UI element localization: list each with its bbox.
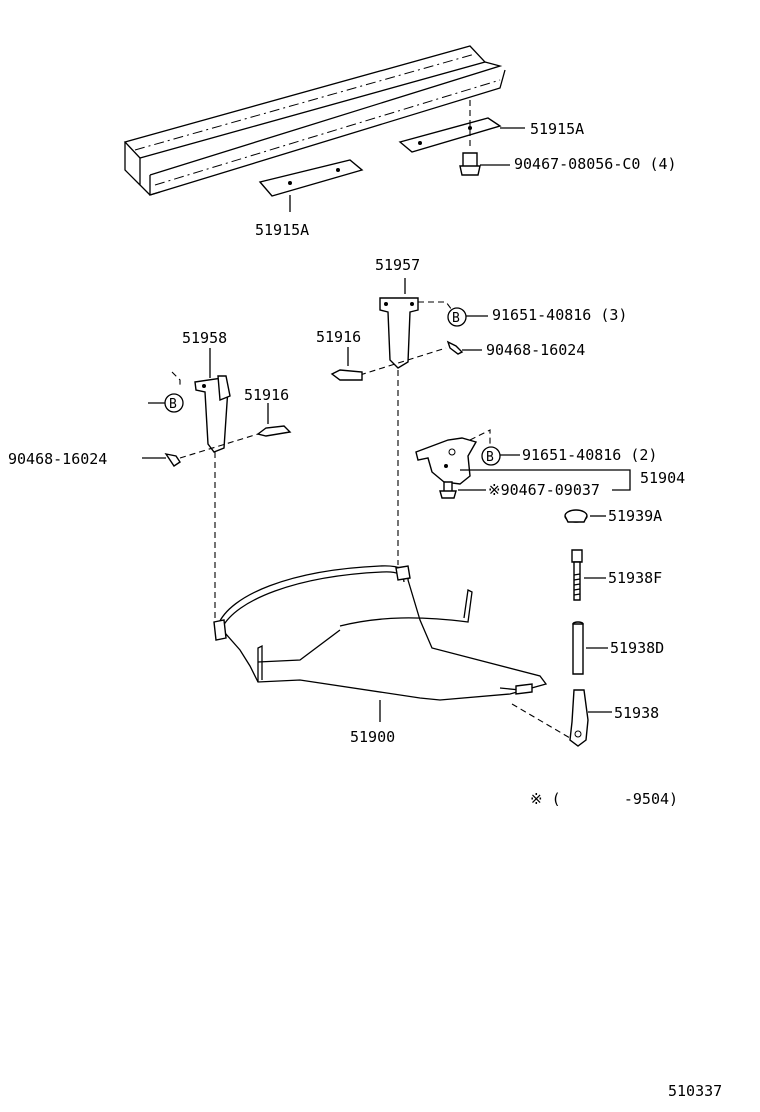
clamp-b-left: B [148,393,184,413]
label-bolt-left: 51916 [244,386,289,404]
label-assembly: 51904 [640,469,685,487]
label-pin-upper: 90468-16024 [486,341,585,359]
frame-bracket-right [398,100,525,153]
pin-upper [359,340,482,376]
bolt-upper [330,347,363,381]
clamp-b-right: B [481,446,520,466]
label-hook: 51938 [614,704,659,722]
label-bracket-left: 51958 [182,329,227,347]
bracket-left [171,348,231,620]
pin-left [142,433,259,467]
label-pin-left: 90468-16024 [8,450,107,468]
label-plug: 51939A [608,507,662,525]
label-frame-bracket-left: 51915A [255,221,309,239]
spare-tire-carrier [213,565,548,722]
label-carrier: 51900 [350,728,395,746]
label-frame-bracket-right: 51915A [530,120,584,138]
frame-bolt [459,152,510,176]
label-rod-d: 51938D [610,639,664,657]
clamp-b-upper: B [447,307,488,327]
frame-bracket-left [258,159,364,212]
svg-text:B: B [452,311,460,326]
rod-f [571,549,606,601]
label-bracket-upper: 51957 [375,256,420,274]
label-frame-bolt: 90467-08056-C0 (4) [514,155,677,173]
diagram-id: 510337 [668,1082,722,1100]
frame-rail [123,45,506,196]
label-clamp-b-upper: 91651-40816 (3) [492,306,627,324]
assembly-bracket [415,429,631,491]
svg-text:B: B [486,450,494,465]
footnote: ※ ( -9504) [530,790,678,808]
label-rod-f: 51938F [608,569,662,587]
hook [511,689,612,747]
label-clip-note: ※90467-09037 [488,481,600,499]
svg-text:B: B [169,397,177,412]
label-clamp-b-right: 91651-40816 (2) [522,446,657,464]
clip-bolt [439,481,486,499]
bracket-upper [379,278,453,565]
bolt-left [256,403,292,437]
plug [564,509,606,523]
label-bolt-upper: 51916 [316,328,361,346]
rod-d [572,621,608,675]
